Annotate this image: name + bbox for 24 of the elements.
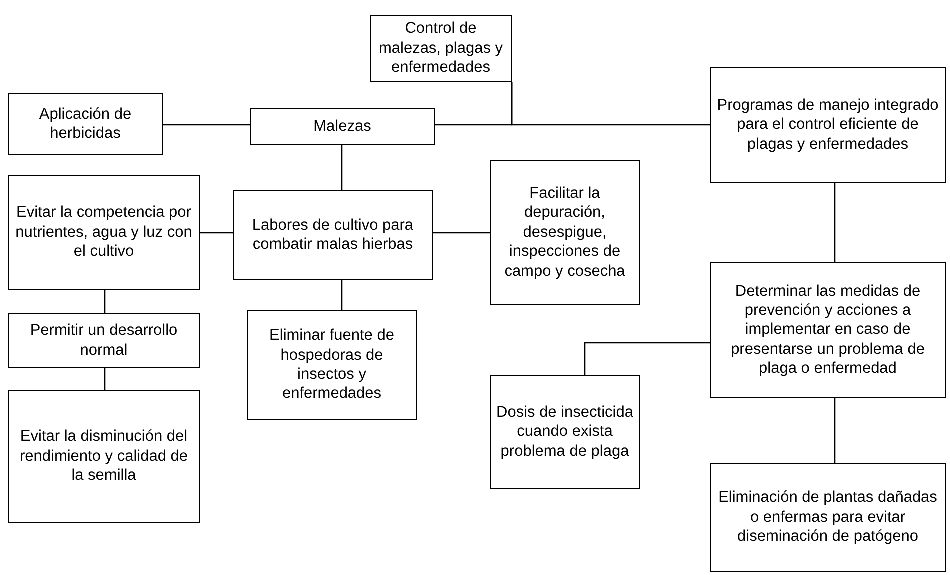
connector-line — [104, 290, 106, 313]
process-box: Eliminación de plantas dañadas o enfermas para evitar diseminación de patógeno — [710, 463, 946, 572]
connector-line — [834, 398, 836, 463]
connector-line — [104, 368, 106, 390]
connector-line — [433, 232, 490, 234]
connector-line — [341, 145, 343, 190]
process-box: Aplicación de herbicidas — [8, 93, 163, 155]
process-box: Evitar la competencia por nutrientes, agua y luz con el cultivo — [8, 175, 200, 290]
process-box: Labores de cultivo para combatir malas hierbas — [233, 190, 433, 280]
process-box: Evitar la disminución del rendimiento y calidad de la semilla — [8, 390, 200, 523]
process-box: Eliminar fuente de hospedoras de insectos y enfermedades — [247, 310, 417, 420]
process-box: Control de malezas, plagas y enfermedades — [370, 15, 512, 82]
process-box: Dosis de insecticida cuando exista problema de plaga — [490, 375, 640, 489]
connector-line — [163, 124, 250, 126]
process-box: Malezas — [250, 108, 435, 145]
connector-line — [341, 280, 343, 310]
process-box: Permitir un desarrollo normal — [8, 313, 200, 368]
connector-line — [584, 342, 710, 375]
process-box: Programas de manejo integrado para el control eficiente de plagas y enfermedades — [710, 67, 946, 183]
connector-line — [511, 82, 710, 126]
process-box: Determinar las medidas de prevención y acciones a implementar en caso de presentarse un problema de plaga o enfermedad — [710, 262, 946, 398]
connector-line — [834, 183, 836, 262]
process-box: Facilitar la depuración, desespigue, inspecciones de campo y cosecha — [490, 160, 640, 305]
connector-line — [200, 232, 233, 234]
